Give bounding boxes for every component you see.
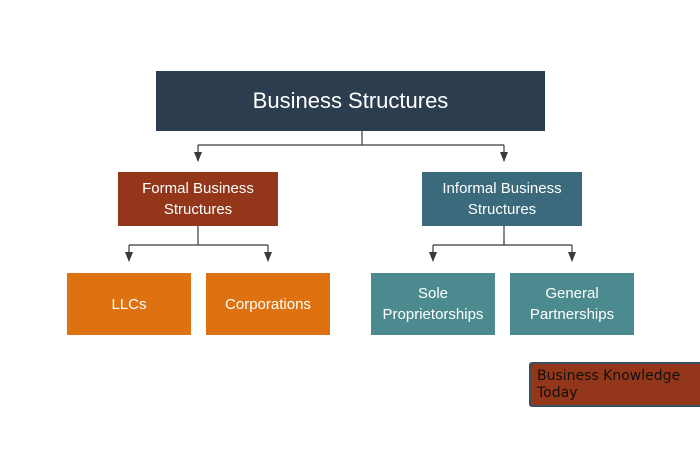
watermark-badge-label: Business Knowledge Today (537, 368, 681, 401)
watermark-badge: Business Knowledge Today (529, 362, 700, 407)
formal-structures-node: Formal Business Structures (118, 172, 278, 226)
root-node-label: Business Structures (252, 87, 449, 113)
general-partnerships-label: General Partnerships (529, 285, 615, 323)
corporations-label: Corporations (225, 295, 311, 313)
sole-proprietorships-label: Sole Proprietorships (382, 285, 484, 323)
llcs-node: LLCs (67, 273, 191, 335)
root-node: Business Structures (156, 71, 545, 131)
sole-proprietorships-node: Sole Proprietorships (371, 273, 495, 335)
formal-structures-label: Formal Business Structures (142, 180, 254, 218)
informal-structures-label: Informal Business Structures (442, 180, 562, 218)
corporations-node: Corporations (206, 273, 330, 335)
general-partnerships-node: General Partnerships (510, 273, 634, 335)
informal-structures-node: Informal Business Structures (422, 172, 582, 226)
llcs-label: LLCs (111, 295, 147, 313)
